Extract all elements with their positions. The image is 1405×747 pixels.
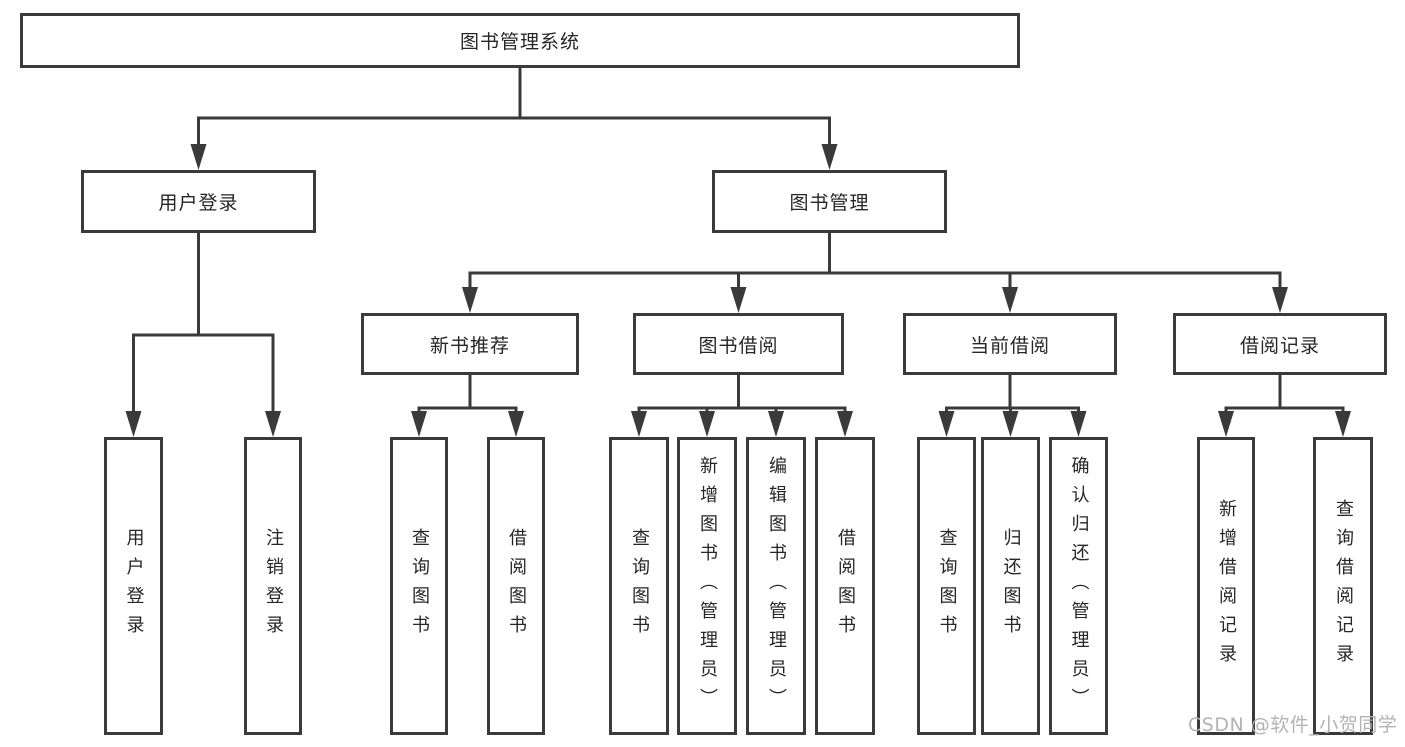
leaf-borrow-books-label: 借阅图书 — [835, 528, 856, 644]
leaf-borrow-books: 借阅图书 — [487, 437, 545, 735]
leaf-query-borrow-record-label: 查询借阅记录 — [1333, 499, 1354, 673]
node-borrowing-records-label: 借阅记录 — [1239, 334, 1320, 357]
leaf-query-books: 查询图书 — [390, 437, 448, 735]
node-user-login: 用户登录 — [81, 170, 316, 233]
node-root: 图书管理系统 — [20, 13, 1020, 68]
leaf-query-books-label: 查询图书 — [629, 528, 650, 644]
node-current-borrowing: 当前借阅 — [903, 313, 1117, 375]
node-new-book-recommend-label: 新书推荐 — [429, 334, 510, 357]
leaf-logout: 注销登录 — [244, 437, 302, 735]
leaf-return-books-label: 归还图书 — [1000, 528, 1022, 644]
leaf-query-borrow-record: 查询借阅记录 — [1313, 437, 1373, 735]
node-book-management: 图书管理 — [712, 170, 947, 233]
leaf-add-borrow-record-label: 新增借阅记录 — [1216, 499, 1237, 673]
leaf-borrow-books: 借阅图书 — [815, 437, 875, 735]
leaf-confirm-return-admin: 确认归还（管理员） — [1049, 437, 1108, 735]
leaf-confirm-return-admin-label: 确认归还（管理员） — [1068, 455, 1090, 717]
leaf-borrow-books-label: 借阅图书 — [506, 528, 527, 644]
leaf-query-books: 查询图书 — [917, 437, 976, 735]
arrowheads — [125, 144, 1351, 437]
node-book-borrowing-label: 图书借阅 — [698, 334, 779, 357]
leaf-add-books-admin-label: 新增图书（管理员） — [697, 455, 718, 717]
node-current-borrowing-label: 当前借阅 — [969, 334, 1050, 357]
leaf-query-books-label: 查询图书 — [409, 528, 430, 644]
leaf-add-borrow-record: 新增借阅记录 — [1197, 437, 1255, 735]
node-user-login-label: 用户登录 — [158, 192, 239, 214]
leaf-return-books: 归还图书 — [981, 437, 1040, 735]
node-borrowing-records: 借阅记录 — [1173, 313, 1387, 375]
leaf-query-books: 查询图书 — [609, 437, 669, 735]
node-new-book-recommend: 新书推荐 — [361, 313, 579, 375]
node-book-management-label: 图书管理 — [789, 192, 870, 214]
leaf-edit-books-admin: 编辑图书（管理员） — [746, 437, 806, 735]
node-root-label: 图书管理系统 — [459, 31, 580, 53]
leaf-user-login-label: 用户登录 — [123, 528, 145, 644]
leaf-query-books-label: 查询图书 — [936, 528, 958, 644]
node-book-borrowing: 图书借阅 — [633, 313, 844, 375]
leaf-logout-label: 注销登录 — [263, 528, 284, 644]
leaf-edit-books-admin-label: 编辑图书（管理员） — [766, 455, 787, 717]
leaf-user-login: 用户登录 — [104, 437, 163, 735]
leaf-add-books-admin: 新增图书（管理员） — [677, 437, 737, 735]
watermark: CSDN @软件_小贺同学 — [1188, 714, 1398, 736]
